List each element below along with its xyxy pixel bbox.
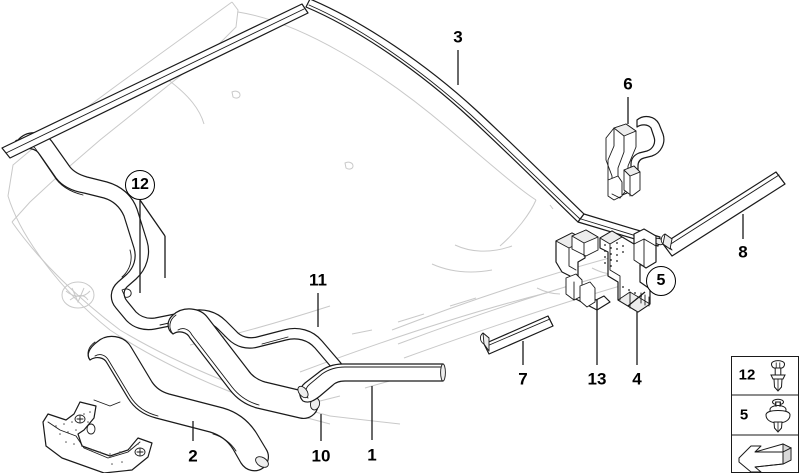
- legend-icon-expanding-clip-fastener-icon: [765, 398, 791, 433]
- part-4-clip-bracket: [599, 228, 657, 313]
- part-8-straight-tube: [660, 171, 786, 257]
- callout-label-6: 6: [623, 74, 633, 94]
- part-1-bent-hose: [297, 363, 446, 403]
- legend-number-12: 12: [738, 366, 756, 384]
- callout-leaders: [139, 50, 744, 441]
- callout-circle-12: 12: [125, 170, 155, 200]
- legend-box: [731, 356, 799, 473]
- callout-label-1: 1: [367, 445, 377, 465]
- callout-circle-5: 5: [646, 266, 676, 296]
- perforated-bracket-shield: [42, 399, 153, 473]
- part-11-main-hose: [14, 132, 370, 380]
- legend-icon-bracket-clip-icon: [738, 443, 793, 473]
- callout-label-3: 3: [453, 27, 463, 47]
- callout-label-2: 2: [188, 446, 198, 466]
- legend-number-5: 5: [739, 406, 749, 424]
- callout-label-13: 13: [587, 369, 607, 389]
- part-2-long-hose: [87, 335, 269, 472]
- callout-label-8: 8: [738, 242, 748, 262]
- part-7-short-tube: [480, 315, 554, 355]
- part-6-hold-down-bracket: [605, 115, 665, 201]
- callout-label-11: 11: [309, 270, 327, 290]
- callout-label-10: 10: [311, 446, 331, 466]
- callout-label-7: 7: [518, 369, 528, 389]
- part-13-clip-bracket: [555, 229, 611, 311]
- callout-circle-12-text: 12: [131, 176, 149, 193]
- legend-icon-push-pin-rivet-icon: [770, 360, 786, 392]
- part-3-long-tube: [1, 0, 665, 247]
- callout-label-4: 4: [632, 369, 642, 389]
- callout-circle-5-text: 5: [656, 272, 666, 289]
